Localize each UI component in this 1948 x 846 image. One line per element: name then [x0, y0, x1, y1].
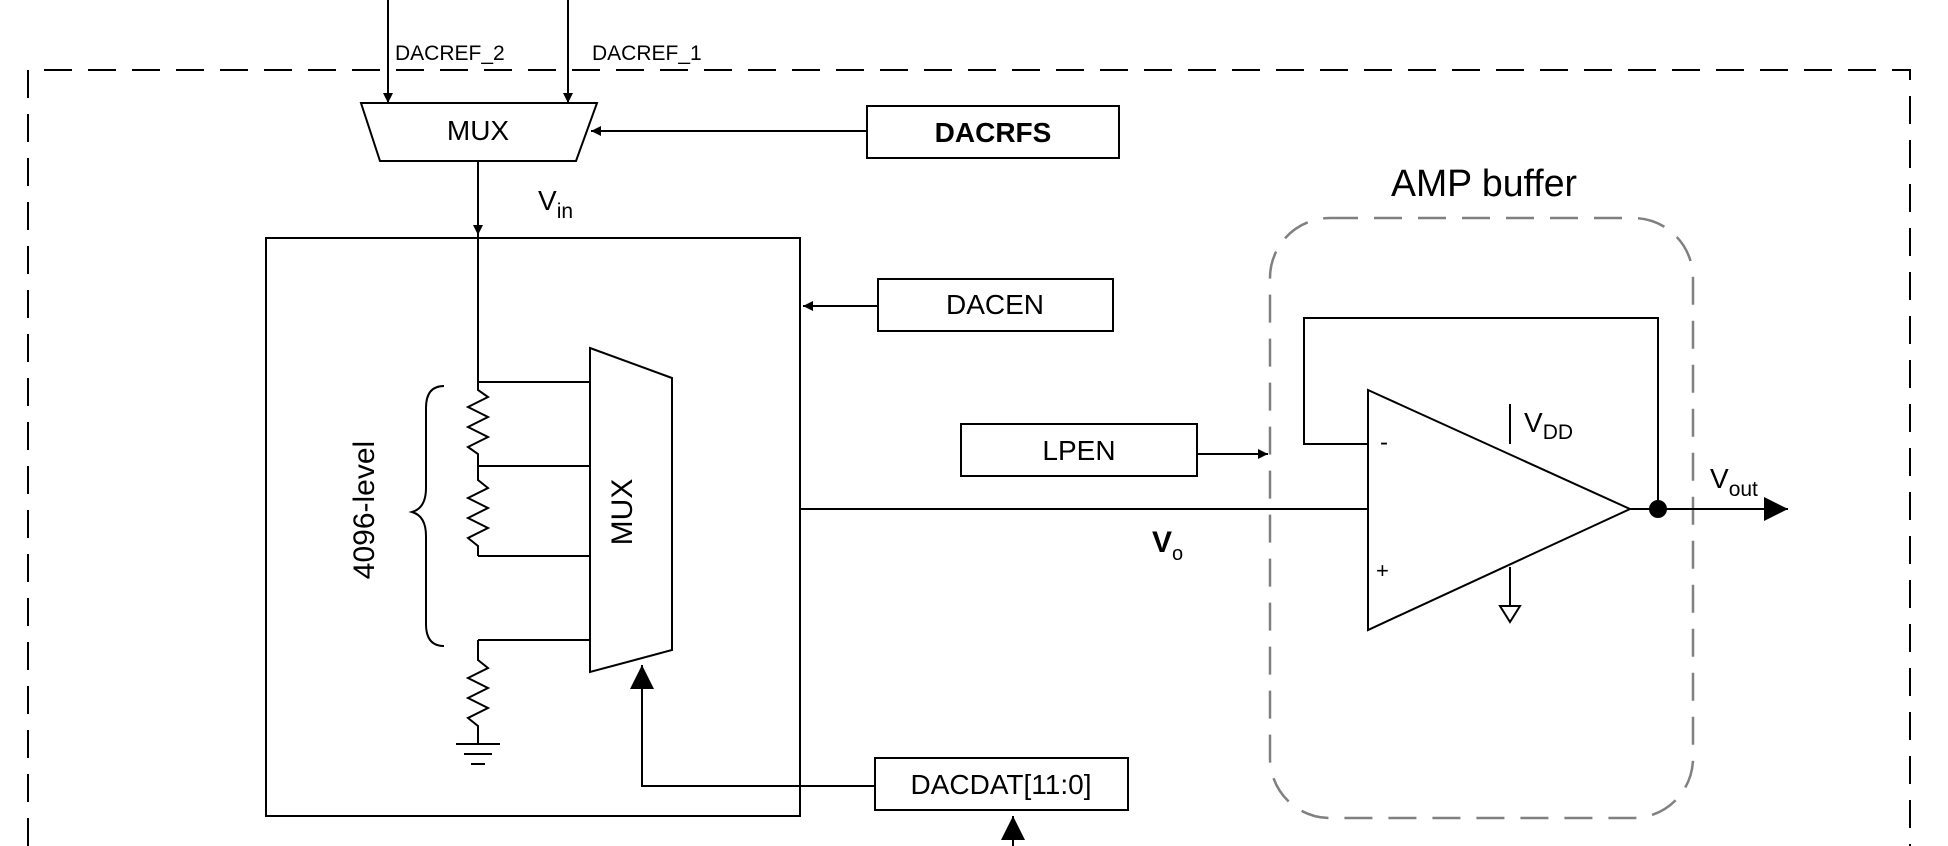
op-amp-plus: + — [1376, 558, 1389, 583]
vout-label: Vout — [1710, 463, 1758, 501]
dacdat-to-mux-line — [630, 665, 875, 787]
op-amp — [1367, 388, 1633, 632]
vin-label: Vin — [538, 185, 573, 223]
top-mux — [359, 102, 599, 162]
top-mux-label: MUX — [447, 115, 510, 146]
dacref2-label: DACREF_2 — [395, 42, 505, 65]
amp-buffer-title: AMP buffer — [1391, 163, 1577, 205]
resistor-ladder — [456, 235, 590, 765]
dacdat-label: DACDAT[11:0] — [910, 769, 1091, 800]
op-amp-minus: - — [1380, 429, 1388, 456]
amp-buffer-boundary — [1268, 216, 1695, 820]
dacrfs-box — [866, 105, 1120, 159]
level-label: 4096-level — [348, 441, 381, 579]
level-brace — [408, 385, 445, 647]
inner-mux-label: MUX — [606, 479, 639, 546]
dacen-box — [877, 278, 1114, 332]
vo-label: Vo — [1152, 526, 1183, 565]
opamp-ground-symbol — [1498, 605, 1522, 624]
vdd-label: VDD — [1524, 407, 1573, 444]
outer-boundary — [27, 69, 1911, 846]
dacdat-box — [874, 757, 1129, 811]
inner-mux — [589, 346, 673, 674]
dacref1-label: DACREF_1 — [592, 42, 702, 65]
lpen-box — [960, 423, 1198, 477]
feedback-loop — [1303, 317, 1659, 509]
resistor-ladder-block — [265, 237, 801, 817]
lpen-label: LPEN — [1042, 435, 1115, 466]
output-node — [1649, 500, 1667, 518]
dacen-label: DACEN — [946, 289, 1044, 320]
dacrfs-label: DACRFS — [935, 117, 1052, 148]
